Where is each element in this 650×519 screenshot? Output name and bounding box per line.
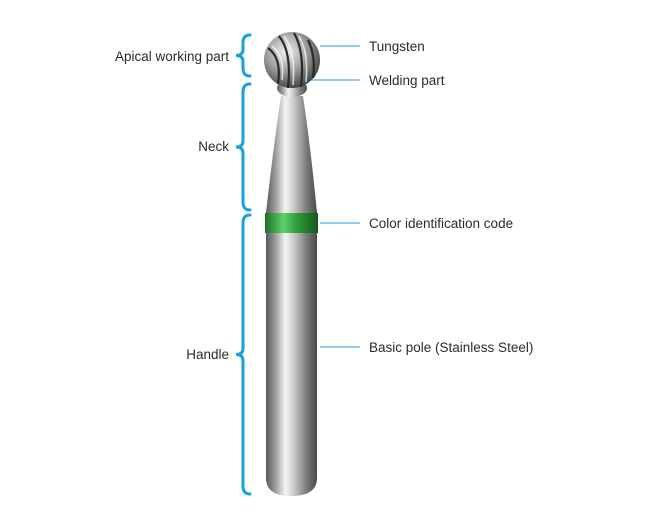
bracket-handle [235, 213, 252, 496]
label-welding-part: Welding part [369, 73, 445, 88]
head-flutes [267, 32, 315, 89]
label-tungsten: Tungsten [369, 39, 425, 54]
label-color-identification-code: Color identification code [369, 216, 514, 231]
label-basic-pole: Basic pole (Stainless Steel) [369, 340, 534, 355]
color-band [265, 213, 318, 233]
neck-shaft [266, 96, 317, 213]
label-neck: Neck [198, 139, 229, 154]
bracket-apical [235, 33, 252, 78]
label-apical-working-part: Apical working part [114, 49, 229, 64]
label-handle: Handle [186, 347, 229, 362]
handle-shaft [266, 213, 317, 496]
bracket-neck [235, 82, 252, 212]
